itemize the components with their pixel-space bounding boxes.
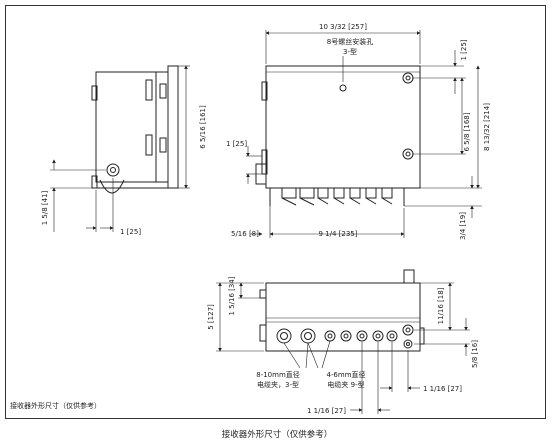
gland-large-callout-line2: 电缆夹，3-型: [257, 380, 299, 389]
gland-large-callout-line1: 8-10mm直径: [256, 370, 300, 379]
side-lower-label: 1 5/8 [41]: [41, 190, 49, 225]
page-caption: 接收器外形尺寸（仅供参考）: [221, 430, 333, 440]
bottom-right-upper-label: 11/16 [18]: [437, 287, 445, 324]
bottom-offset-label: 3/4 [19]: [459, 212, 467, 240]
side-hole-dimension: [86, 190, 114, 232]
side-height-label: 6 5/16 [161]: [199, 105, 207, 149]
bottom-top-offset-label: 1 5/16 [34]: [228, 276, 236, 315]
screw-callout-line1: 8号螺丝安装孔: [327, 37, 373, 46]
gland-small-callout-line2: 电缆夹 9-型: [327, 380, 364, 389]
side-view: [50, 65, 190, 232]
height-outer-label: 8 13/32 [214]: [483, 103, 491, 151]
overall-width-label: 10 3/32 [257]: [319, 23, 367, 31]
bottom-right-gap-label: 1 1/16 [27]: [423, 385, 462, 393]
drawing-frame: [5, 5, 546, 419]
height-inner-label: 6 5/8 [168]: [463, 112, 471, 151]
front-side-offset-label: 1 [25]: [226, 140, 247, 148]
side-hole-label: 1 [25]: [120, 228, 141, 236]
front-left-offset-label: 5/16 [8]: [231, 230, 259, 238]
front-view: [246, 30, 482, 238]
screw-callout-line2: 3-型: [343, 47, 357, 56]
gland-small-callout-line1: 4-6mm直径: [326, 370, 365, 379]
bottom-right-lower-label: 5/8 [16]: [471, 340, 479, 368]
top-offset-label: 1 [25]: [460, 39, 468, 60]
bottom-leaders: [283, 340, 331, 369]
bottom-center-gap-label: 1 1/16 [27]: [307, 407, 346, 415]
front-mount-width-label: 9 1/4 [235]: [319, 230, 358, 238]
frame-caption: 接收器外形尺寸（仅供参考）: [10, 402, 101, 410]
bottom-height-label: 5 [127]: [207, 304, 215, 330]
